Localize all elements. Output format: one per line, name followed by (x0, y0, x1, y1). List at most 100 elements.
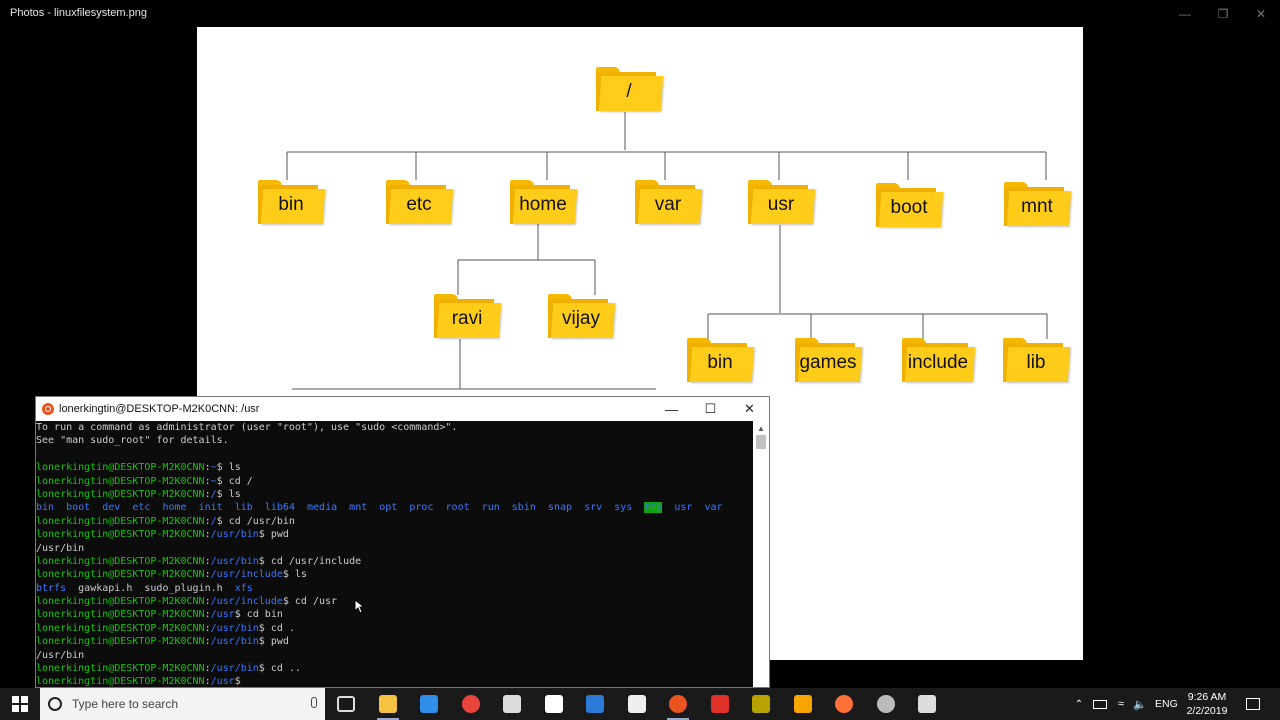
folder-label: vijay (561, 308, 600, 329)
terminal-line: lonerkingtin@DESKTOP-M2K0CNN:/$ ls (36, 488, 241, 500)
chrome-icon[interactable] (456, 688, 486, 720)
folder-usr: usr (748, 180, 816, 224)
vscode-icon[interactable] (580, 688, 610, 720)
terminal-line: lonerkingtin@DESKTOP-M2K0CNN:/usr/bin$ c… (36, 663, 301, 675)
chevron-up-icon[interactable]: ⌃ (1074, 698, 1084, 710)
folder-label: games (799, 352, 857, 373)
folder-label: mnt (1021, 196, 1053, 217)
terminal-line: /usr/bin (36, 649, 85, 661)
folder-label: / (626, 81, 632, 102)
folder-bin: bin (258, 180, 326, 224)
ubuntu-icon (42, 403, 54, 415)
terminal-title-bar[interactable]: lonerkingtin@DESKTOP-M2K0CNN: /usr — ☐ ✕ (36, 397, 769, 421)
active-indicator (667, 718, 689, 720)
terminal-maximize-button[interactable]: ☐ (704, 401, 717, 416)
terminal-line: lonerkingtin@DESKTOP-M2K0CNN:/usr$ (36, 676, 247, 687)
terminal-line: lonerkingtin@DESKTOP-M2K0CNN:/usr/bin$ p… (36, 636, 289, 648)
maximize-button[interactable]: ❐ (1217, 7, 1229, 21)
cortana-icon (48, 697, 62, 711)
terminal-line: lonerkingtin@DESKTOP-M2K0CNN:/usr$ cd bi… (36, 609, 283, 621)
winrar-icon[interactable] (746, 688, 776, 720)
close-button[interactable]: ✕ (1255, 7, 1267, 21)
start-button[interactable] (0, 688, 40, 720)
file-explorer-icon[interactable] (373, 688, 403, 720)
folder-label: bin (278, 194, 304, 215)
store-icon[interactable] (497, 688, 527, 720)
scroll-up-icon[interactable]: ▲ (757, 423, 765, 433)
terminal-line: lonerkingtin@DESKTOP-M2K0CNN:/usr/bin$ p… (36, 529, 289, 541)
window-title: Photos - linuxfilesystem.png (10, 7, 147, 19)
ubuntu-icon[interactable] (663, 688, 693, 720)
app-glyph (669, 695, 687, 713)
scroll-thumb[interactable] (756, 435, 766, 449)
app-glyph (835, 695, 853, 713)
app-glyph (876, 695, 895, 713)
typora-icon[interactable] (622, 688, 652, 720)
wifi-icon[interactable]: ≈ (1117, 698, 1125, 710)
clock-date: 2/2/2019 (1186, 705, 1228, 717)
app-glyph (793, 695, 812, 713)
microphone-icon[interactable] (311, 697, 317, 708)
notifications-icon[interactable] (1240, 688, 1266, 720)
task-view-icon[interactable] (331, 688, 361, 720)
folder-label: lib (1026, 352, 1046, 373)
clock-time: 9:26 AM (1187, 691, 1227, 703)
terminal-line: bin boot dev etc home init lib lib64 med… (36, 502, 723, 514)
terminal-line: lonerkingtin@DESKTOP-M2K0CNN:/$ cd /usr/… (36, 515, 295, 527)
terminal-scrollbar[interactable]: ▲ (753, 421, 769, 687)
folder-var: var (635, 180, 703, 224)
folder-etc: etc (386, 180, 454, 224)
app-glyph (627, 695, 646, 713)
app-glyph (461, 695, 480, 713)
windows-icon (12, 696, 28, 712)
obs-icon[interactable] (871, 688, 901, 720)
terminal-line: lonerkingtin@DESKTOP-M2K0CNN:~$ cd / (36, 475, 253, 487)
taskbar: Type here to search ⌃ ≈ 🔈 ENG 9:26 AM 2/… (0, 688, 1280, 720)
edge-icon[interactable] (414, 688, 444, 720)
search-placeholder: Type here to search (72, 697, 179, 711)
taskbar-search[interactable]: Type here to search (40, 688, 325, 720)
language-indicator[interactable]: ENG (1155, 698, 1178, 710)
folder-label: usr (767, 194, 795, 215)
folder-usr-games: games (795, 338, 863, 382)
folder-label: bin (707, 352, 733, 373)
folder-vijay: vijay (548, 294, 616, 338)
terminal-title: lonerkingtin@DESKTOP-M2K0CNN: /usr (59, 403, 260, 415)
app-glyph (710, 695, 729, 713)
battery-icon[interactable] (1092, 688, 1108, 720)
terminal-line: See "man sudo_root" for details. (36, 435, 229, 447)
terminal-line: btrfs gawkapi.h sudo_plugin.h xfs (36, 582, 253, 594)
photos-icon[interactable] (912, 688, 942, 720)
terminal-line: lonerkingtin@DESKTOP-M2K0CNN:/usr/includ… (36, 596, 338, 608)
terminal-line: /usr/bin (36, 542, 85, 554)
folder-label: etc (406, 194, 432, 215)
terminal-line: To run a command as administrator (user … (36, 422, 458, 433)
terminal-line: lonerkingtin@DESKTOP-M2K0CNN:/usr/bin$ c… (36, 555, 362, 567)
terminal-close-button[interactable]: ✕ (744, 401, 755, 416)
clock[interactable]: 9:26 AM 2/2/2019 (1182, 690, 1232, 718)
terminal-line (36, 448, 753, 461)
folder-home: home (510, 180, 578, 224)
firefox-icon[interactable] (829, 688, 859, 720)
folder-root: / (596, 67, 664, 111)
acrobat-icon[interactable] (705, 688, 735, 720)
folder-label: boot (890, 197, 928, 218)
window-controls: — ❐ ✕ (1166, 0, 1280, 28)
terminal-minimize-button[interactable]: — (665, 401, 678, 417)
tree-connectors (286, 112, 1048, 390)
terminal-line: lonerkingtin@DESKTOP-M2K0CNN:/usr/includ… (36, 569, 307, 581)
terminal-output[interactable]: To run a command as administrator (user … (36, 421, 753, 687)
volume-icon[interactable]: 🔈 (1133, 698, 1147, 711)
mouse-cursor-icon (354, 599, 364, 614)
mail-icon[interactable] (539, 688, 569, 720)
minimize-button[interactable]: — (1179, 7, 1191, 21)
folder-label: var (654, 194, 682, 215)
folder-label: include (907, 352, 969, 373)
app-glyph (337, 696, 355, 712)
folder-usr-include: include (902, 338, 976, 382)
folder-boot: boot (876, 183, 944, 227)
notes-icon[interactable] (788, 688, 818, 720)
folder-label: ravi (451, 308, 483, 329)
terminal-window[interactable]: lonerkingtin@DESKTOP-M2K0CNN: /usr — ☐ ✕… (35, 396, 770, 688)
folder-mnt: mnt (1004, 182, 1072, 226)
